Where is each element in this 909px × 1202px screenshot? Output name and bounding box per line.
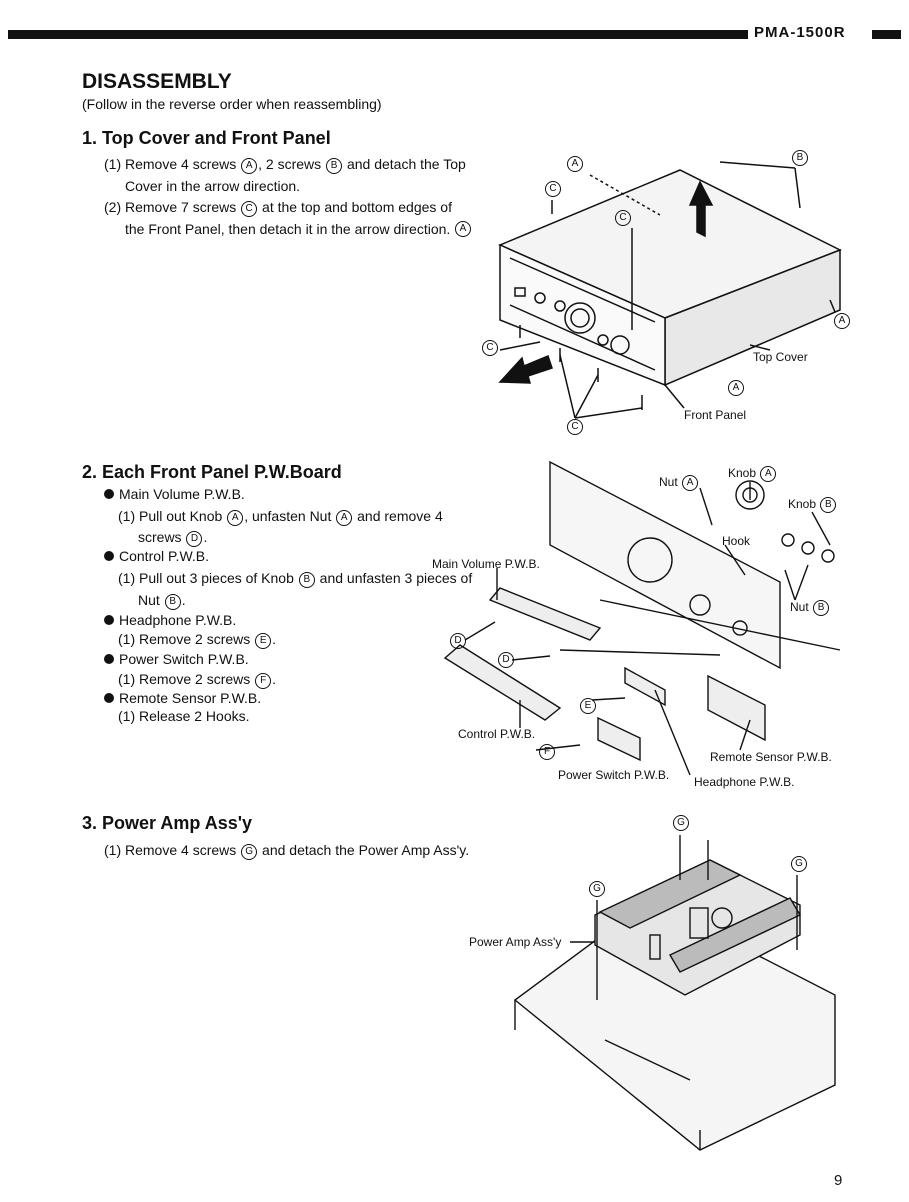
callout-a-4: A bbox=[728, 380, 744, 396]
sec2-mv-step1-cont: screws D. bbox=[138, 529, 208, 547]
callout-c-2: C bbox=[615, 210, 631, 226]
sec1-step2-line2: the Front Panel, then detach it in the a… bbox=[125, 221, 451, 237]
label-hook: Hook bbox=[722, 534, 751, 548]
callout-c-4: C bbox=[567, 419, 583, 435]
label-nut-b: Nut B bbox=[790, 600, 830, 616]
bullet-icon bbox=[104, 654, 114, 664]
section-2-heading: 2. Each Front Panel P.W.Board bbox=[82, 462, 342, 482]
label-headphone-pwb: Headphone P.W.B. bbox=[694, 775, 795, 789]
label-power-amp-assy: Power Amp Ass'y bbox=[469, 935, 562, 949]
sec1-step2-line1: (2) Remove 7 screws C at the top and bot… bbox=[104, 199, 452, 217]
page-title: DISASSEMBLY bbox=[82, 70, 232, 93]
callout-c-1: C bbox=[545, 181, 561, 197]
sec3-step1: (1) Remove 4 screws G and detach the Pow… bbox=[104, 842, 470, 860]
label-knob-a: Knob A bbox=[728, 466, 777, 482]
callout-g-1: G bbox=[673, 815, 689, 831]
callout-d-2: D bbox=[498, 652, 514, 668]
sec2-headphone-step1: (1) Remove 2 screws E. bbox=[118, 631, 277, 649]
sec2-power-step1: (1) Remove 2 screws F. bbox=[118, 671, 277, 689]
sec2-remote-step1: (1) Release 2 Hooks. bbox=[118, 708, 250, 724]
callout-e-1: E bbox=[580, 698, 596, 714]
label-nut-a: Nut A bbox=[659, 475, 699, 491]
label-main-volume-pwb: Main Volume P.W.B. bbox=[432, 557, 540, 571]
callout-g-3: G bbox=[589, 881, 605, 897]
letter-b: B bbox=[326, 158, 343, 174]
bullet-icon bbox=[104, 693, 114, 703]
bullet-icon bbox=[104, 615, 114, 625]
sec2-control-step1: (1) Pull out 3 pieces of Knob B and unfa… bbox=[118, 570, 473, 588]
page-number: 9 bbox=[834, 1172, 843, 1189]
callout-b-1: B bbox=[792, 150, 808, 166]
header-rule-right bbox=[872, 30, 901, 39]
callout-g-2: G bbox=[791, 856, 807, 872]
section-3-heading: 3. Power Amp Ass'y bbox=[82, 813, 253, 833]
page-subtitle: (Follow in the reverse order when reasse… bbox=[82, 96, 382, 112]
label-front-panel: Front Panel bbox=[684, 408, 747, 422]
label-remote-sensor-pwb: Remote Sensor P.W.B. bbox=[710, 750, 832, 764]
letter-a: A bbox=[241, 158, 258, 174]
section-1-heading: 1. Top Cover and Front Panel bbox=[82, 128, 331, 148]
sec2-power: Power Switch P.W.B. bbox=[104, 651, 249, 667]
sec2-mv-step1: (1) Pull out Knob A, unfasten Nut A and … bbox=[118, 508, 443, 526]
callout-c-3: C bbox=[482, 340, 498, 356]
sec2-control-step1-cont: Nut B. bbox=[138, 592, 186, 610]
label-knob-b: Knob B bbox=[788, 497, 837, 513]
label-power-switch-pwb: Power Switch P.W.B. bbox=[558, 768, 670, 782]
callout-d-1: D bbox=[450, 633, 466, 649]
callout-f-1: F bbox=[539, 744, 555, 760]
callout-a-3: A bbox=[834, 313, 850, 329]
callout-a-1: A bbox=[567, 156, 583, 172]
sec2-remote: Remote Sensor P.W.B. bbox=[104, 690, 261, 706]
bullet-icon bbox=[104, 489, 114, 499]
callout-a-2: A bbox=[455, 221, 471, 237]
sec2-main-volume: Main Volume P.W.B. bbox=[104, 486, 245, 502]
label-top-cover: Top Cover bbox=[753, 350, 808, 364]
sec2-control: Control P.W.B. bbox=[104, 548, 209, 564]
bullet-icon bbox=[104, 551, 114, 561]
sec1-step1-line1: (1) Remove 4 screws A, 2 screws B and de… bbox=[104, 156, 466, 174]
sec2-headphone: Headphone P.W.B. bbox=[104, 612, 236, 628]
label-control-pwb: Control P.W.B. bbox=[458, 727, 536, 741]
header-rule-left bbox=[8, 30, 748, 39]
letter-c: C bbox=[241, 201, 258, 217]
sec1-step1-line2: Cover in the arrow direction. bbox=[125, 178, 301, 194]
model-name: PMA-1500R bbox=[754, 24, 846, 41]
